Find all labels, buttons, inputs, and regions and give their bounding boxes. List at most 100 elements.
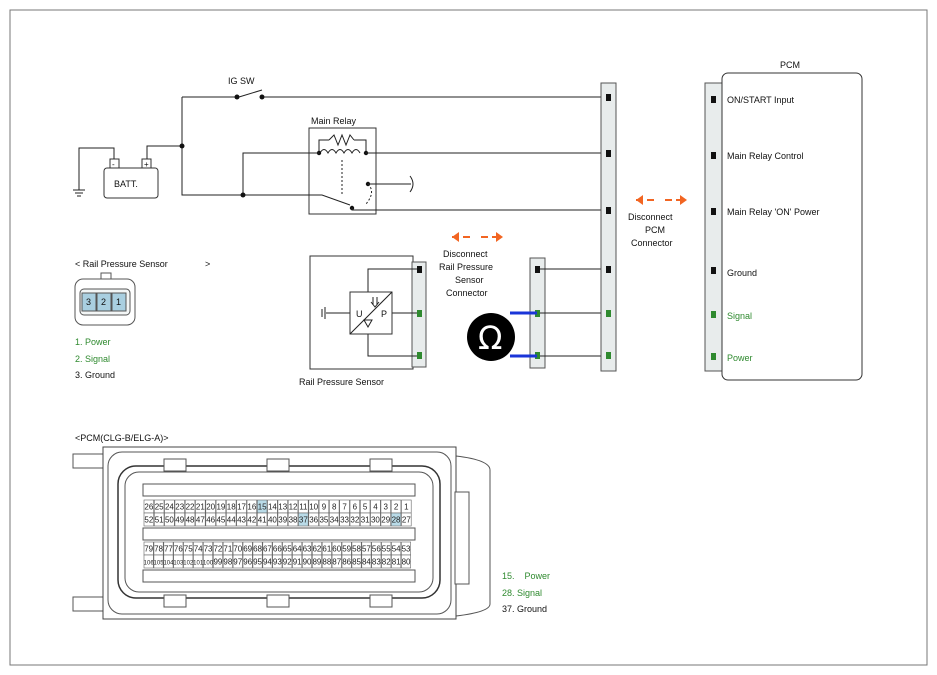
- pcm-pin-label: 26: [144, 503, 153, 512]
- pcm-pin-label: 32: [350, 516, 359, 525]
- pcm-pin-label: 52: [144, 516, 153, 525]
- pcm-pin-cell: [232, 554, 243, 569]
- disconnect-sensor-line-1: Disconnect: [443, 249, 488, 259]
- pcm-terminal-on-start: ON/START Input: [727, 95, 795, 105]
- pcm-pin-cell: [282, 554, 293, 569]
- pcm-pin-label: 105: [154, 561, 165, 567]
- pcm-pin-label: 30: [371, 516, 380, 525]
- pcm-pin-label: 20: [206, 503, 215, 512]
- pcm-pin-cell: [308, 512, 319, 527]
- pcm-pin-label: 21: [196, 503, 205, 512]
- pcm-pin-label: 48: [186, 516, 195, 525]
- pcm-pin-label: 72: [213, 545, 222, 554]
- pcm-harness-connector: [600, 82, 617, 372]
- pcm-pin-cell: [390, 512, 402, 527]
- pcm-pin-label: 85: [352, 558, 361, 567]
- pcm-pin-label: 78: [154, 545, 163, 554]
- disconnect-sensor-line-4: Connector: [446, 288, 488, 298]
- pcm-pin-label: 100: [203, 561, 214, 567]
- pcm-terminal-power: Power: [727, 353, 753, 363]
- pcm-pin-label: 29: [381, 516, 390, 525]
- batt-label: BATT.: [114, 179, 138, 189]
- pcm-pin-label: 104: [163, 561, 174, 567]
- sensor-connector-title: < Rail Pressure Sensor: [75, 259, 168, 269]
- pcm-pin-cell: [361, 554, 372, 569]
- pcm-pin-label: 67: [263, 545, 272, 554]
- pcm-pin-label: 82: [382, 558, 391, 567]
- pcm-pin-label: 88: [322, 558, 331, 567]
- pcm-terminal-ground: Ground: [727, 268, 757, 278]
- pcm-terminal-relay-power: Main Relay 'ON' Power: [727, 207, 819, 217]
- pcm-pin-label: 43: [237, 516, 246, 525]
- disconnect-sensor-note: Disconnect Rail Pressure Sensor Connecto…: [439, 232, 503, 298]
- pcm-pin-cell: [401, 512, 412, 527]
- disconnect-pcm-line-2: PCM: [645, 225, 665, 235]
- pcm-pin-label: 23: [175, 503, 184, 512]
- pcm-pin-label: 10: [309, 503, 318, 512]
- pcm-pin-label: 70: [233, 545, 242, 554]
- pcm-pin-label: 66: [273, 545, 282, 554]
- pcm-pin-cell: [287, 512, 299, 527]
- pcm-pin-cell: [331, 554, 342, 569]
- pcm-pin-label: 80: [402, 558, 411, 567]
- pcm-pin-label: 44: [227, 516, 236, 525]
- pcm-pin-label: 9: [322, 503, 327, 512]
- pcm-pin-cell: [370, 512, 381, 527]
- pcm-pin-label: 3: [384, 503, 389, 512]
- sensor-pin-1: 1: [116, 297, 121, 307]
- batt-plus-label: +: [144, 160, 149, 169]
- pcm-pin-label: 45: [216, 516, 225, 525]
- pcm-pin-cell: [277, 512, 288, 527]
- pcm-pin-cell: [329, 512, 340, 527]
- pcm-pin-cell: [205, 512, 216, 527]
- pcm-pin-label: 69: [243, 545, 252, 554]
- pcm-pin-label: 54: [392, 545, 401, 554]
- ohm-symbol: Ω: [478, 319, 502, 357]
- pcm-pin-label: 31: [361, 516, 370, 525]
- pcm-pin-label: 42: [247, 516, 256, 525]
- pcm-pin-label: 41: [258, 516, 267, 525]
- pcm-pin-cell: [226, 512, 237, 527]
- pcm-pin-cell: [359, 512, 371, 527]
- pcm-connector-title: <PCM(CLG-B/ELG-A)>: [75, 433, 169, 443]
- pcm-pin-cell: [302, 554, 312, 569]
- pcm-block: PCM ON/START Input Main Relay Control Ma…: [704, 60, 863, 381]
- pcm-pin-label: 99: [213, 558, 222, 567]
- pcm-pin-cell: [153, 554, 164, 569]
- sensor-connector-title-end: >: [205, 259, 210, 269]
- pcm-pin-cell: [195, 512, 206, 527]
- pcm-pin-label: 62: [312, 545, 321, 554]
- pcm-terminal-signal: Signal: [727, 311, 752, 321]
- sensor-connector-view: < Rail Pressure Sensor > 3 2 1 1. Power …: [74, 259, 210, 380]
- pcm-pin-label: 28: [392, 516, 401, 525]
- pcm-pin-label: 61: [322, 545, 331, 554]
- pcm-pin-label: 76: [174, 545, 183, 554]
- pcm-pin-label: 47: [196, 516, 205, 525]
- pcm-pin-label: 79: [144, 545, 153, 554]
- pcm-pin-cell: [381, 554, 392, 569]
- pcm-pin-label: 14: [268, 503, 277, 512]
- pcm-pin-label: 39: [278, 516, 287, 525]
- pcm-pin-label: 77: [164, 545, 173, 554]
- pcm-pin-cell: [246, 512, 257, 527]
- pcm-pin-label: 16: [247, 503, 256, 512]
- pcm-pin-label: 34: [330, 516, 339, 525]
- pcm-pin-label: 56: [372, 545, 381, 554]
- pcm-pin-cell: [262, 554, 273, 569]
- pcm-pin-label: 97: [233, 558, 242, 567]
- pcm-pin-cell: [371, 554, 382, 569]
- disconnect-pcm-line-3: Connector: [631, 238, 673, 248]
- pcm-pin-label: 27: [402, 516, 411, 525]
- pcm-pin-cell: [184, 512, 196, 527]
- pcm-pin-label: 8: [332, 503, 337, 512]
- pcm-pin-label: 101: [193, 561, 204, 567]
- pcm-pin-cell: [252, 554, 263, 569]
- pcm-pin-label: 12: [289, 503, 298, 512]
- pcm-pin-label: 57: [362, 545, 371, 554]
- pcm-pin-cell: [339, 512, 350, 527]
- sensor-caption: Rail Pressure Sensor: [299, 377, 384, 387]
